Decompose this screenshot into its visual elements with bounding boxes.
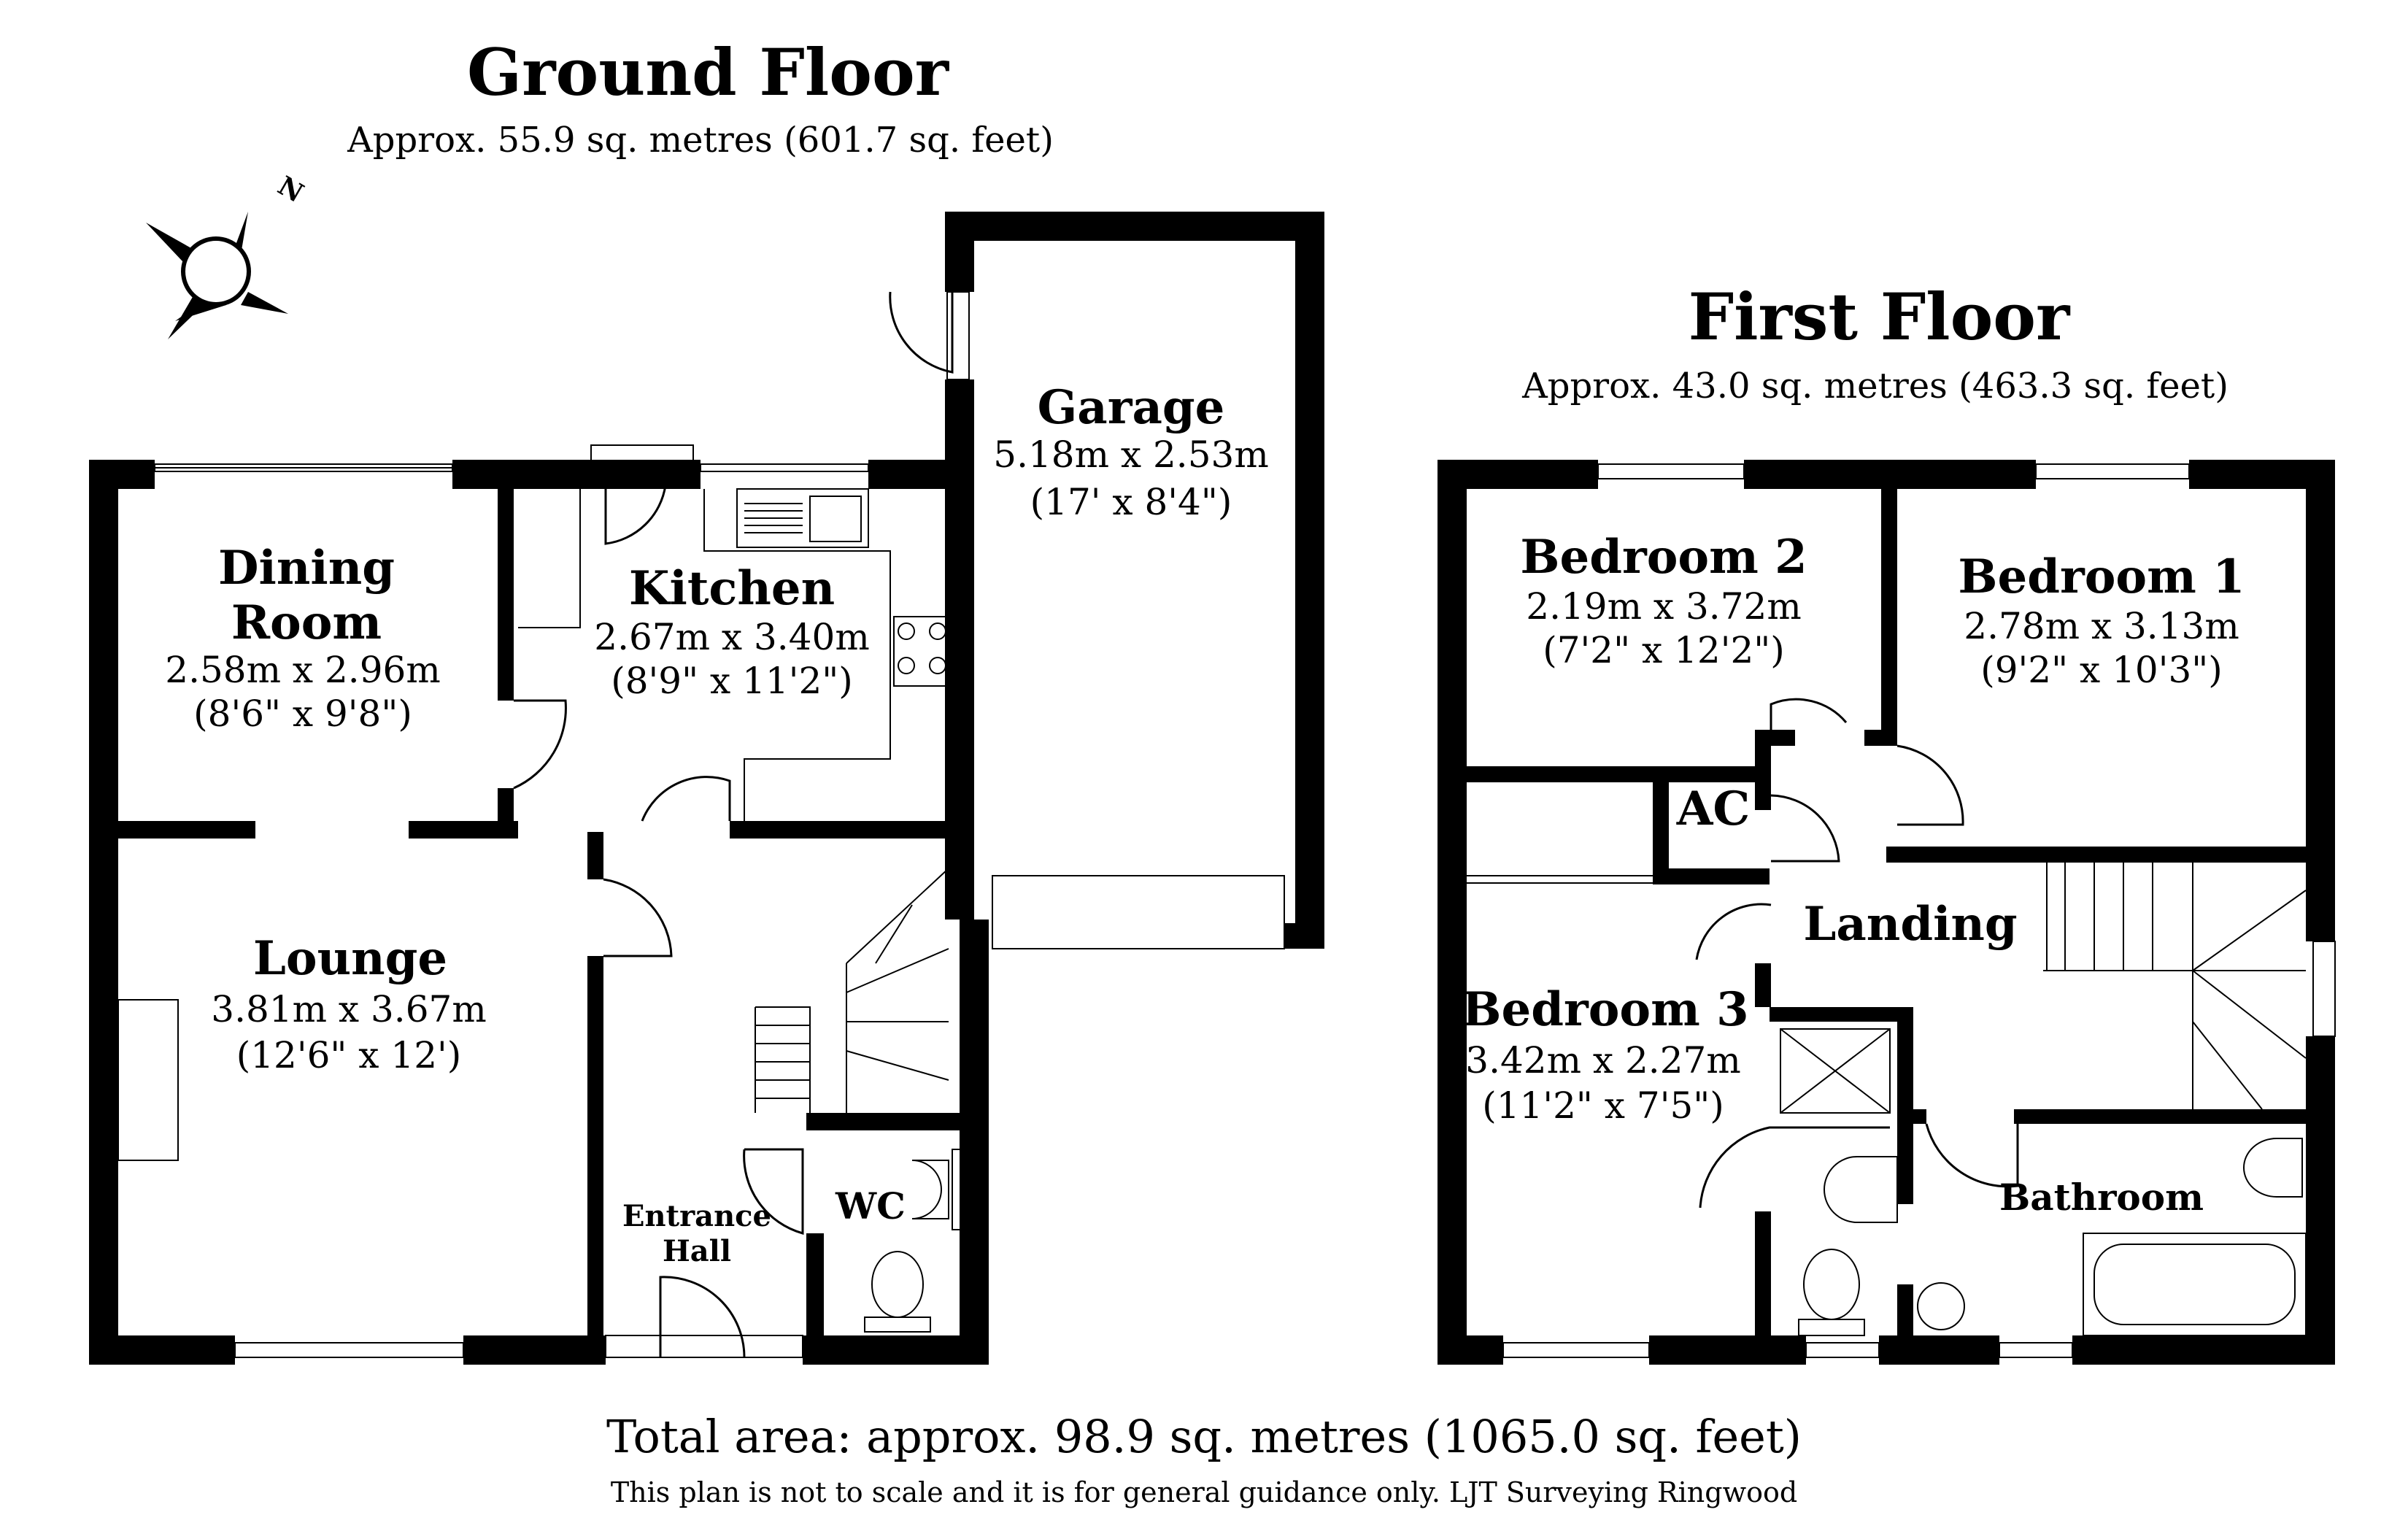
compass-north-label: N	[273, 170, 309, 209]
total-area: Total area: approx. 98.9 sq. metres (106…	[606, 1410, 1802, 1463]
lounge-label: Lounge 3.81m x 3.67m (12'6" x 12')	[211, 931, 486, 1076]
dining-room-name-2: Room	[231, 595, 382, 650]
bedroom-1-metric: 2.78m x 3.13m	[1964, 605, 2239, 647]
ground-floor-area: Approx. 55.9 sq. metres (601.7 sq. feet)	[347, 120, 1054, 161]
kitchen-label: Kitchen 2.67m x 3.40m (8'9" x 11'2")	[594, 561, 869, 702]
ground-floor-walls	[89, 212, 1324, 1365]
dining-room-imperial: (8'6" x 9'8")	[193, 693, 412, 735]
bedroom-2-metric: 2.19m x 3.72m	[1526, 585, 1801, 628]
first-floor-fixtures	[1467, 463, 2336, 1358]
disclaimer: This plan is not to scale and it is for …	[611, 1476, 1797, 1508]
bedroom-3-imperial: (11'2" x 7'5")	[1482, 1084, 1724, 1127]
ground-floor-fixtures	[117, 291, 1285, 1358]
first-floor-title: First Floor	[1689, 279, 2071, 355]
bedroom-1-name: Bedroom 1	[1958, 550, 2245, 604]
dining-room-name-1: Dining	[218, 541, 395, 595]
first-floor-walls	[1438, 460, 2335, 1365]
bedroom-2-imperial: (7'2" x 12'2")	[1543, 629, 1785, 671]
entrance-hall-label: Entrance Hall	[622, 1199, 771, 1268]
garage-metric: 5.18m x 2.53m	[993, 433, 1268, 476]
entrance-hall-name-2: Hall	[663, 1234, 731, 1268]
bathroom-label: Bathroom	[1999, 1176, 2204, 1219]
kitchen-name: Kitchen	[629, 561, 835, 616]
wc-label: WC	[835, 1184, 906, 1227]
bedroom-3-name: Bedroom 3	[1462, 982, 1748, 1037]
lounge-imperial: (12'6" x 12')	[236, 1034, 462, 1076]
garage-name: Garage	[1038, 380, 1225, 435]
garage-imperial: (17' x 8'4")	[1030, 481, 1232, 523]
bedroom-3-metric: 3.42m x 2.27m	[1465, 1039, 1740, 1082]
compass-icon: N	[146, 170, 309, 339]
bedroom-2-name: Bedroom 2	[1520, 530, 1807, 585]
dining-room-metric: 2.58m x 2.96m	[165, 649, 440, 691]
entrance-hall-name-1: Entrance	[622, 1199, 771, 1233]
garage-label: Garage 5.18m x 2.53m (17' x 8'4")	[993, 380, 1268, 523]
bedroom-2-label: Bedroom 2 2.19m x 3.72m (7'2" x 12'2")	[1520, 530, 1807, 671]
bedroom-1-label: Bedroom 1 2.78m x 3.13m (9'2" x 10'3")	[1958, 550, 2245, 691]
lounge-name: Lounge	[253, 931, 447, 986]
bedroom-1-imperial: (9'2" x 10'3")	[1980, 649, 2223, 691]
bedroom-3-label: Bedroom 3 3.42m x 2.27m (11'2" x 7'5")	[1462, 982, 1748, 1127]
kitchen-metric: 2.67m x 3.40m	[594, 616, 869, 658]
kitchen-imperial: (8'9" x 11'2")	[611, 660, 853, 702]
first-floor-area: Approx. 43.0 sq. metres (463.3 sq. feet)	[1521, 366, 2228, 406]
ac-label: AC	[1676, 782, 1751, 836]
ground-floor-title: Ground Floor	[467, 34, 950, 110]
dining-room-label: Dining Room 2.58m x 2.96m (8'6" x 9'8")	[165, 541, 440, 735]
landing-label: Landing	[1803, 897, 2017, 952]
lounge-metric: 3.81m x 3.67m	[211, 988, 486, 1030]
